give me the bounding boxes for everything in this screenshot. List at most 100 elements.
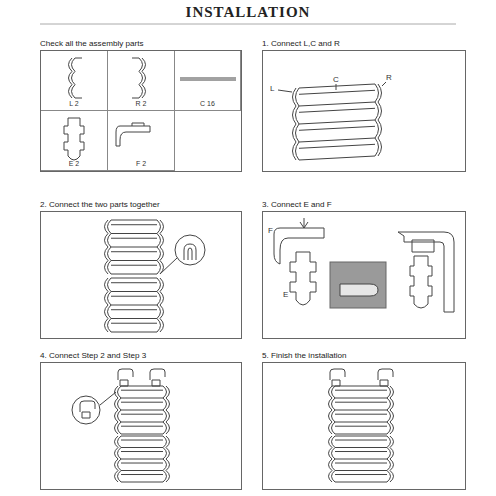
rod	[121, 451, 163, 452]
part-cell: F 2	[108, 111, 175, 171]
rod	[111, 282, 157, 283]
photo	[330, 262, 386, 308]
hook-body	[82, 412, 90, 418]
right-rail	[139, 58, 143, 98]
step3-art	[274, 218, 454, 312]
door-hook	[378, 369, 393, 386]
rod	[335, 402, 387, 403]
hook-clip	[378, 369, 393, 380]
f-tab	[132, 123, 144, 126]
rod	[335, 470, 387, 471]
detail-callout	[72, 396, 100, 424]
rod	[299, 138, 375, 142]
rod	[111, 251, 157, 252]
shoe-rack	[329, 386, 394, 434]
step5-art	[329, 369, 394, 482]
rod	[121, 470, 163, 471]
hook-body	[152, 380, 160, 386]
part-letter: E	[283, 290, 288, 299]
step1-art	[278, 82, 386, 160]
panel-frame	[40, 211, 242, 339]
rod	[335, 474, 387, 475]
e-piece	[64, 118, 84, 160]
rod	[335, 390, 387, 391]
shoe-rack	[293, 84, 382, 160]
rod	[111, 323, 157, 324]
side-rail	[296, 88, 300, 160]
step2-art	[105, 220, 206, 332]
rod	[121, 402, 163, 403]
rod	[335, 451, 387, 452]
side-rail	[332, 386, 336, 434]
bracket-slot	[412, 240, 434, 252]
rod	[111, 238, 157, 239]
rod	[121, 390, 163, 391]
shoe-rack	[115, 436, 170, 482]
shoe-rack	[329, 436, 394, 482]
step-panel: 4. Connect Step 2 and Step 3	[40, 350, 242, 490]
rod	[335, 463, 387, 464]
side-rail	[118, 386, 122, 434]
hook-body	[120, 380, 128, 386]
detail-callout	[175, 235, 205, 265]
rod	[299, 120, 375, 124]
step-heading: 3. Connect E and F	[262, 199, 466, 210]
insert-arrow	[300, 218, 308, 228]
panel-frame: L 2R 2C 16E 2F 2	[40, 50, 242, 172]
door-hook	[118, 369, 133, 386]
step-heading: 1. Connect L,C and R	[262, 38, 466, 49]
rod	[111, 309, 157, 310]
panel-frame	[262, 211, 466, 339]
hook-clip	[118, 369, 133, 380]
hook-clip	[80, 401, 95, 412]
rod	[121, 482, 163, 483]
rod	[121, 434, 163, 435]
door-hook	[330, 369, 345, 386]
side-rail	[163, 436, 167, 482]
rod	[299, 156, 375, 160]
shoe-rack	[105, 220, 164, 274]
rod	[121, 447, 163, 448]
rail-end	[132, 58, 139, 59]
hook-clip	[330, 369, 345, 380]
part-letter: C	[333, 75, 339, 84]
shoe-rack	[105, 278, 164, 332]
rod	[111, 318, 157, 319]
side-rail	[108, 220, 112, 274]
left-rail	[72, 58, 76, 98]
door-hook	[80, 401, 95, 418]
leader-line	[336, 84, 337, 90]
hook-clip	[150, 369, 165, 380]
rod	[111, 305, 157, 306]
step-panel: Check all the assembly partsL 2R 2C 16E …	[40, 38, 242, 172]
part-letter: L	[270, 84, 274, 93]
rod	[111, 247, 157, 248]
part-cell: E 2	[41, 111, 108, 171]
title-rule	[40, 24, 456, 25]
panel-frame	[262, 362, 466, 490]
rod	[335, 422, 387, 423]
photo-part	[340, 284, 378, 296]
part-cell: C 16	[175, 51, 241, 111]
rod	[111, 278, 157, 279]
rod	[335, 398, 387, 399]
rod	[121, 459, 163, 460]
part-count: L 2	[41, 100, 107, 108]
rod	[111, 260, 157, 261]
leader-line	[382, 82, 386, 86]
part-count: E 2	[41, 160, 107, 168]
rod	[121, 426, 163, 427]
rod	[335, 436, 387, 437]
rod	[335, 459, 387, 460]
rod	[111, 332, 157, 333]
callout-leader	[100, 392, 116, 405]
rod	[335, 410, 387, 411]
side-rail	[163, 386, 167, 434]
side-rail	[157, 278, 161, 332]
parts-art	[64, 58, 236, 160]
step4-art	[72, 369, 170, 482]
step-heading: 5. Finish the installation	[262, 350, 466, 361]
assembled-bracket	[398, 232, 454, 312]
shoe-rack	[115, 386, 170, 434]
